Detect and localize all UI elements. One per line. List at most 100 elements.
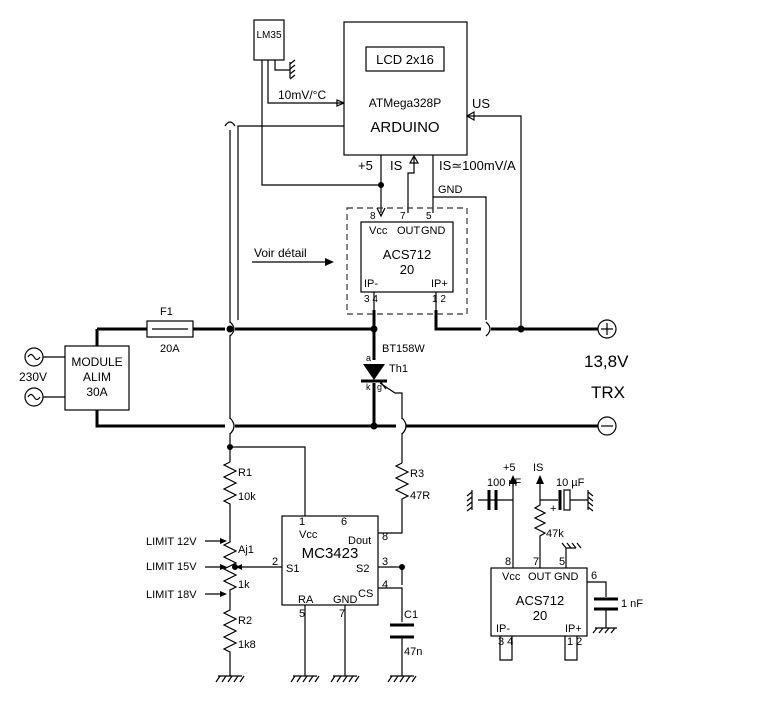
mc-name-label: MC3423 — [302, 545, 359, 562]
mains-voltage-label: 230V — [19, 370, 47, 384]
divider-network: R1 10k Aj1 1k R2 1k8 LIMIT 12V LIMIT 15V… — [146, 461, 256, 655]
acs-name-label: ACS712 — [383, 247, 431, 262]
detail-47k-label: 47k — [546, 528, 564, 540]
pin-12-label: 1 2 — [432, 294, 446, 305]
thyristor-name-label: BT158W — [382, 343, 425, 355]
signal-wires — [229, 60, 522, 676]
detail-out-label: OUT — [528, 571, 552, 583]
acs-out-label: OUT — [397, 225, 421, 237]
mc-pin7-label: 7 — [339, 608, 345, 620]
is-label: IS — [390, 158, 403, 173]
c1-value-label: 47n — [404, 646, 422, 658]
thyristor-ref-label: Th1 — [389, 363, 408, 375]
mc-pin1-label: 1 — [299, 516, 305, 528]
power-module: MODULE ALIM 30A 230V — [19, 345, 130, 411]
acs-ipm-label: IP- — [364, 278, 378, 290]
detail-pin5-label: 5 — [559, 556, 565, 568]
detail-10uf-label: 10 µF — [556, 477, 585, 489]
mcu-label: ATMega328P — [369, 96, 442, 110]
trx-label: TRX — [591, 383, 625, 402]
arduino-label: ARDUINO — [370, 119, 439, 136]
c1-ref-label: C1 — [404, 609, 418, 621]
is-scale-label: IS≃100mV/A — [439, 158, 516, 173]
acs-sub-label: 20 — [400, 262, 414, 277]
limit-18v-label: LIMIT 18V — [146, 589, 197, 601]
r1-ref-label: R1 — [238, 467, 252, 479]
thyristor-th1: BT158W Th1 a k g — [361, 343, 425, 392]
fuse-value-label: 20A — [160, 343, 180, 355]
detail-pin12-label: 1 2 — [567, 636, 582, 648]
detail-pin8-label: 8 — [505, 556, 511, 568]
ground-icon — [289, 59, 296, 80]
acs-gnd-label: GND — [421, 225, 446, 237]
anode-label: a — [366, 353, 371, 363]
module-line1: MODULE — [71, 355, 122, 369]
detail-pin6-label: 6 — [591, 570, 597, 582]
ground-icon — [587, 490, 594, 512]
module-line3: 30A — [86, 385, 107, 399]
r2-ref-label: R2 — [238, 615, 252, 627]
detail-vcc-label: Vcc — [502, 571, 521, 583]
us-label: US — [472, 96, 490, 111]
detail-ipp-label: IP+ — [565, 623, 582, 635]
mc-pin5-label: 5 — [299, 608, 305, 620]
detail-cap-plus-label: + — [550, 503, 556, 515]
lm35-scale-label: 10mV/°C — [278, 88, 326, 102]
mc-pin6-label: 6 — [341, 516, 347, 528]
aj1-value-label: 1k — [238, 579, 250, 591]
detail-pin7-label: 7 — [533, 556, 539, 568]
mc-pin8-label: 8 — [382, 531, 388, 543]
r2-value-label: 1k8 — [238, 639, 256, 651]
mc-cs-label: CS — [358, 588, 373, 600]
mc-pin4-label: 4 — [382, 579, 388, 591]
detail-plus5-label: +5 — [503, 462, 516, 474]
lm35-sensor: LM35 10mV/°C — [253, 19, 346, 107]
mc-dout-label: Dout — [348, 535, 371, 547]
fuse-f1: F1 20A — [146, 306, 194, 355]
mc3423-chip: 1 6 8 Vcc Dout MC3423 S1 2 S2 3 CS 4 RA … — [272, 515, 388, 620]
r3-ref-label: R3 — [410, 468, 424, 480]
acs-ipp-label: IP+ — [431, 278, 448, 290]
output-voltage-label: 13,8V — [584, 352, 629, 371]
acs712-main: 8 7 5 Vcc OUT GND ACS712 20 IP- IP+ 3 4 … — [252, 207, 468, 315]
lcd-label: LCD 2x16 — [376, 52, 434, 67]
fuse-ref-label: F1 — [160, 306, 173, 318]
detail-name-label: ACS712 — [516, 593, 564, 608]
detail-ipm-label: IP- — [496, 623, 510, 635]
mc-vcc-label: Vcc — [299, 529, 318, 541]
acs-vcc-label: Vcc — [369, 225, 388, 237]
cathode-label: k — [366, 382, 371, 392]
pin-8-label: 8 — [370, 211, 376, 222]
ground-icon — [466, 490, 473, 512]
capacitor-c1: C1 47n — [390, 609, 422, 658]
voir-detail-label: Voir détail — [254, 246, 307, 260]
detail-sub-label: 20 — [533, 608, 547, 623]
detail-is-label: IS — [533, 462, 543, 474]
aj1-ref-label: Aj1 — [238, 544, 254, 556]
ground-icon — [215, 675, 417, 683]
acs712-detail: Vcc OUT GND ACS712 20 IP- IP+ 8 7 5 6 3 … — [466, 462, 643, 661]
plus-terminal-icon — [597, 319, 617, 339]
detail-100nf-label: 100 nF — [487, 477, 522, 489]
mc-ra-label: RA — [298, 594, 314, 606]
detail-1nf-label: 1 nF — [621, 598, 643, 610]
resistor-r3: R3 47R — [394, 462, 430, 505]
r3-value-label: 47R — [410, 490, 430, 502]
r1-value-label: 10k — [238, 491, 256, 503]
output-terminals: 13,8V TRX — [584, 319, 629, 436]
limit-15v-label: LIMIT 15V — [146, 561, 197, 573]
plus5-label: +5 — [358, 158, 373, 173]
limit-12v-label: LIMIT 12V — [146, 536, 197, 548]
detail-pin34-label: 3 4 — [498, 636, 513, 648]
pin-34-label: 3 4 — [364, 294, 378, 305]
mc-pin2-label: 2 — [272, 556, 278, 568]
lm35-label: LM35 — [256, 30, 281, 41]
mc-s1-label: S1 — [286, 563, 299, 575]
arduino-block: LCD 2x16 ATMega328P ARDUINO US +5 IS IS≃… — [343, 21, 516, 196]
minus-terminal-icon — [597, 416, 617, 436]
mc-s2-label: S2 — [356, 563, 369, 575]
module-line2: ALIM — [83, 370, 111, 384]
pin-7-label: 7 — [400, 211, 406, 222]
gnd-label: GND — [438, 184, 463, 196]
